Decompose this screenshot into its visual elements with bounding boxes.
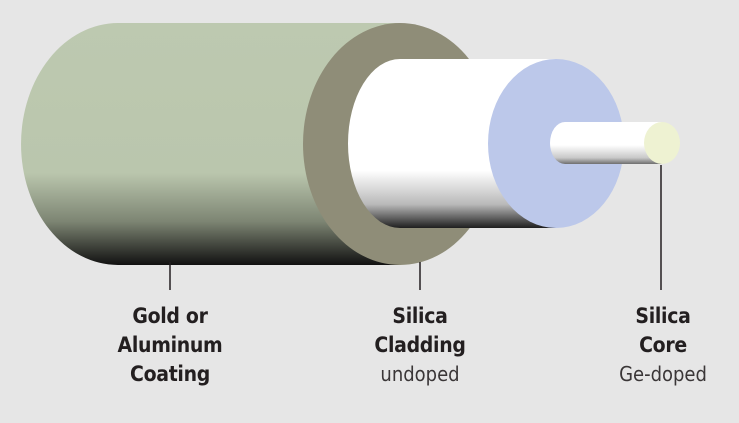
- cladding-label-line2: Cladding: [374, 333, 466, 357]
- core-end-face: [644, 122, 680, 164]
- cladding-label-sub: undoped: [380, 362, 460, 386]
- core-label: Silica Core Ge-doped: [598, 302, 728, 389]
- core-label-line1: Silica: [635, 304, 691, 328]
- cladding-label-line1: Silica: [392, 304, 448, 328]
- core-label-sub: Ge-doped: [619, 362, 707, 386]
- core-label-line2: Core: [639, 333, 687, 357]
- coating-label: Gold or Aluminum Coating: [95, 302, 245, 389]
- cladding-label: Silica Cladding undoped: [355, 302, 485, 389]
- coating-label-line1: Gold or: [132, 304, 208, 328]
- coating-label-line3: Coating: [130, 362, 210, 386]
- core-body: [550, 122, 662, 164]
- coating-body: [21, 23, 401, 265]
- coating-label-line2: Aluminum: [117, 333, 223, 357]
